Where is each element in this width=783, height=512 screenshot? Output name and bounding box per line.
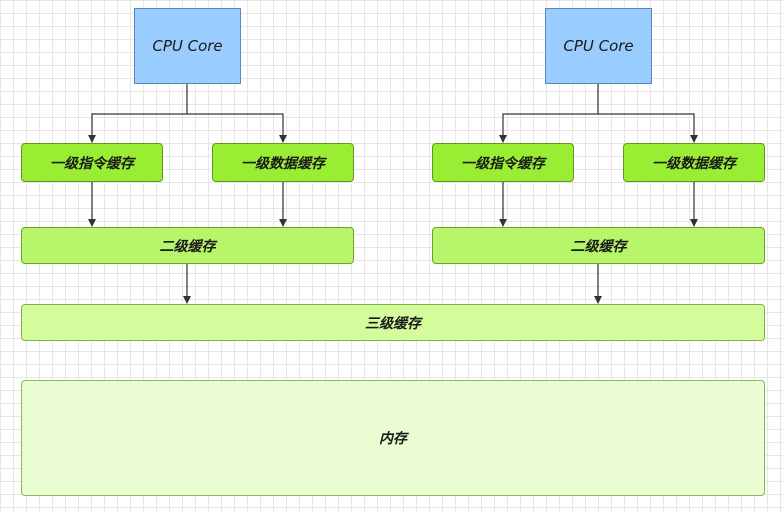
core-2-l2-cache: 二级缓存 bbox=[432, 227, 765, 264]
core-2-l1-data-cache: 一级数据缓存 bbox=[623, 143, 765, 182]
core-2-to-l1i-arrow bbox=[499, 113, 598, 143]
core-1-to-l1d-arrow bbox=[187, 113, 287, 143]
core-1-l1-instruction-cache: 一级指令缓存 bbox=[21, 143, 163, 182]
core-2-l1-instruction-cache: 一级指令缓存 bbox=[432, 143, 574, 182]
core-2-l2-cache-label: 二级缓存 bbox=[570, 238, 627, 255]
core-1-to-l1i-arrow bbox=[88, 113, 187, 143]
core-1-l1-data-cache-label: 一级数据缓存 bbox=[241, 155, 325, 172]
l3-cache-label: 三级缓存 bbox=[365, 315, 421, 332]
core-1-l2-cache: 二级缓存 bbox=[21, 227, 354, 264]
main-memory: 内存 bbox=[21, 380, 765, 496]
cpu-core-2-label: CPU Core bbox=[563, 37, 634, 55]
core-2-l1-instruction-cache-label: 一级指令缓存 bbox=[461, 155, 545, 172]
core-1-l2-cache-label: 二级缓存 bbox=[159, 238, 216, 255]
cpu-core-2: CPU Core bbox=[545, 8, 652, 84]
core-2-l1-data-cache-label: 一级数据缓存 bbox=[652, 155, 736, 172]
l3-cache: 三级缓存 bbox=[21, 304, 765, 341]
cpu-core-1-label: CPU Core bbox=[152, 37, 223, 55]
main-memory-label: 内存 bbox=[379, 431, 407, 447]
cpu-core-1: CPU Core bbox=[134, 8, 241, 84]
core-1-l1-instruction-cache-label: 一级指令缓存 bbox=[50, 155, 134, 172]
core-1-l1-data-cache: 一级数据缓存 bbox=[212, 143, 354, 182]
core-2-to-l1d-arrow bbox=[598, 113, 698, 143]
